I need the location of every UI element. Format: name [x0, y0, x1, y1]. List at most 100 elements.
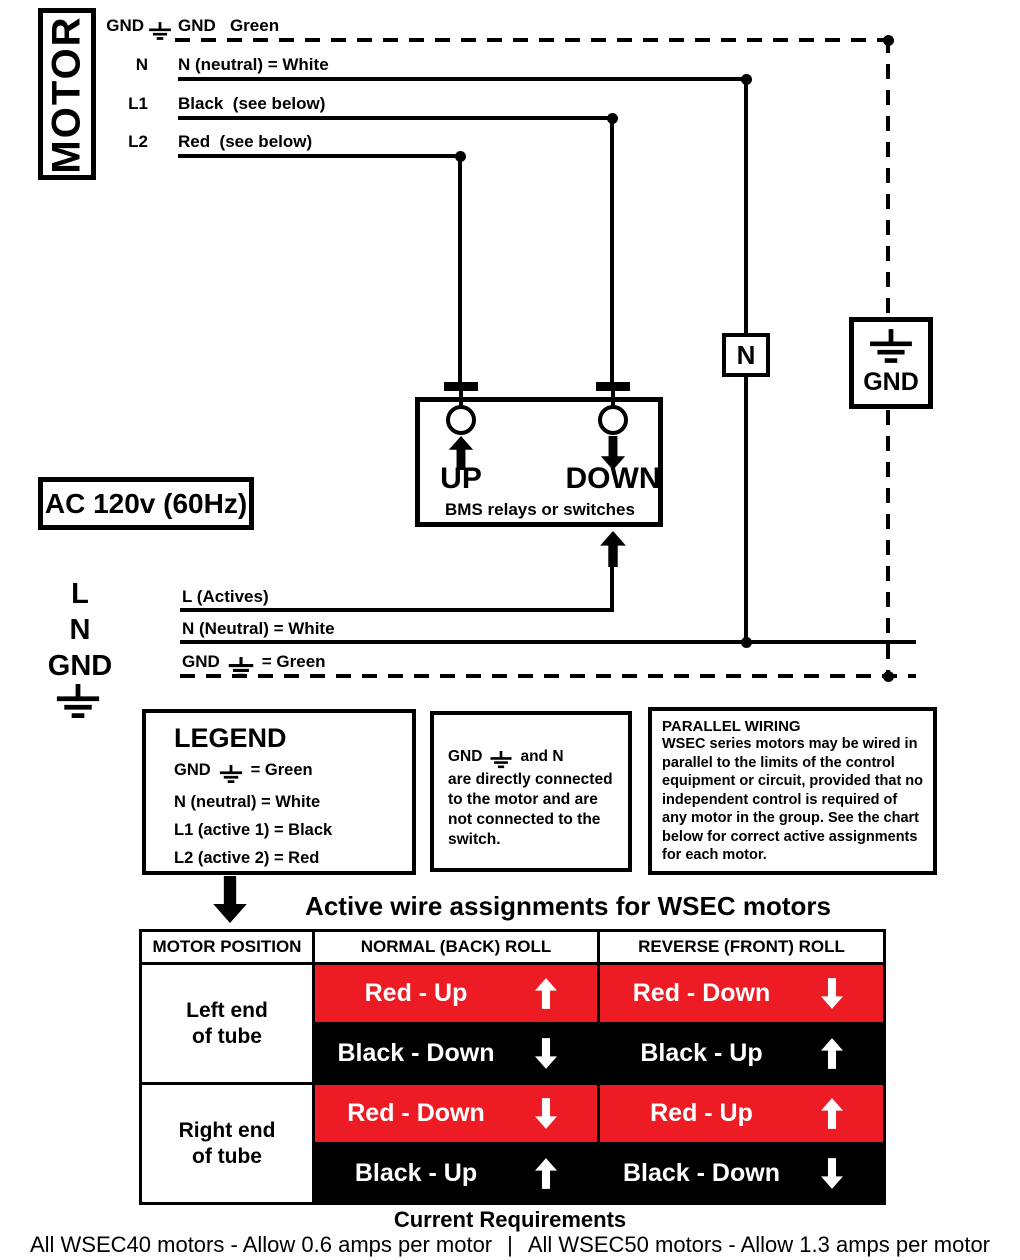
bms-down-label: DOWN — [565, 462, 661, 495]
legend-ground-post: = Green — [250, 761, 313, 779]
wire-n-horizontal — [178, 77, 748, 81]
ground-icon — [56, 684, 100, 719]
pin-gnd: GND — [106, 16, 144, 35]
down-arrow-icon — [213, 876, 247, 923]
terminal-stem — [459, 391, 463, 407]
ground-line-label-post: = Green — [261, 652, 326, 671]
assignment-text: Black - Down — [623, 1159, 780, 1187]
legend-item-ground: GND = Green — [174, 761, 412, 785]
junction-dot — [455, 151, 466, 162]
assignment-cell: Black - Down — [315, 1025, 597, 1082]
ground-line-label-pre: GND — [182, 652, 220, 671]
up-arrow-icon — [448, 436, 474, 470]
direct-note-pre: GND — [448, 748, 483, 765]
wire-label-gnd: GND Green — [178, 16, 280, 35]
down-arrow-icon — [600, 436, 626, 470]
contact-circle — [446, 405, 476, 435]
neutral-node-box: N — [722, 333, 770, 377]
parallel-note-body: WSEC series motors may be wired in paral… — [662, 736, 924, 863]
assignments-heading: Active wire assignments for WSEC motors — [305, 891, 831, 921]
assignments-table: MOTOR POSITION NORMAL (BACK) ROLL REVERS… — [139, 929, 886, 1205]
direction-arrow-icon — [821, 1097, 843, 1130]
legend-title: LEGEND — [174, 723, 287, 753]
supply-n-label: N — [69, 614, 91, 646]
ground-node-label: GND — [863, 368, 919, 396]
assignment-text: Black - Up — [640, 1039, 763, 1067]
wire-l1-vertical — [610, 116, 614, 386]
wire-gnd-vertical-upper — [886, 38, 890, 318]
parallel-note-title: PARALLEL WIRING — [662, 718, 801, 735]
wire-n-vertical-upper — [744, 77, 748, 335]
wire-neutral-horizontal — [180, 640, 916, 644]
assignment-text: Red - Down — [632, 979, 771, 1007]
assignment-cell: Black - Up — [600, 1025, 883, 1082]
assignment-cell: Red - Up — [600, 1085, 883, 1142]
wire-actives-horizontal — [180, 608, 614, 612]
wire-n-vertical-lower — [744, 377, 748, 644]
direction-arrow-icon — [535, 1157, 557, 1190]
direction-arrow-icon — [821, 977, 843, 1010]
direct-note-body: are directly connected to the motor and … — [448, 771, 613, 848]
ground-icon — [228, 657, 254, 677]
contact-circle — [598, 405, 628, 435]
assignment-text: Black - Down — [337, 1039, 495, 1067]
bms-up-label: UP — [440, 462, 482, 495]
assignment-text: Black - Up — [354, 1159, 478, 1187]
junction-dot — [607, 113, 618, 124]
assignment-cell: Black - Up — [315, 1145, 597, 1202]
terminal-stem — [611, 391, 615, 407]
wire-label-n: N (neutral) = White — [178, 55, 329, 74]
legend-ground-pre: GND — [174, 761, 211, 779]
wire-l2-vertical — [458, 154, 462, 386]
wire-l2-horizontal — [178, 154, 462, 158]
motor-box: MOTOR — [38, 8, 96, 180]
assignment-cell: Red - Down — [600, 965, 883, 1022]
wire-gnd-horizontal — [175, 38, 892, 42]
wire-ground-horizontal — [180, 674, 916, 678]
power-source-box: AC 120v (60Hz) — [38, 477, 254, 530]
column-header: MOTOR POSITION — [142, 932, 312, 962]
direction-arrow-icon — [535, 977, 557, 1010]
junction-dot — [883, 35, 894, 46]
assignment-text: Red - Up — [364, 979, 468, 1007]
bms-caption: BMS relays or switches — [445, 500, 635, 519]
column-header: REVERSE (FRONT) ROLL — [600, 932, 883, 962]
ground-icon — [219, 765, 242, 784]
assignment-text: Red - Up — [650, 1099, 753, 1127]
separator: | — [507, 1232, 513, 1257]
direct-connection-note: GND and N are directly connected to the … — [430, 711, 632, 872]
motor-label: MOTOR — [44, 14, 89, 174]
supply-gnd-label: GND — [47, 650, 113, 682]
direction-arrow-icon — [821, 1157, 843, 1190]
wire-actives-vertical — [610, 564, 614, 612]
ground-line-label: GND = Green — [182, 652, 326, 679]
parallel-wiring-note: PARALLEL WIRING WSEC series motors may b… — [648, 707, 937, 875]
junction-dot — [741, 74, 752, 85]
direction-arrow-icon — [535, 1037, 557, 1070]
wire-label-l1: Black (see below) — [178, 94, 326, 113]
legend-item-active1: L1 (active 1) = Black — [174, 821, 333, 839]
direction-arrow-icon — [535, 1097, 557, 1130]
pin-n: N — [135, 55, 148, 74]
assignment-cell: Red - Up — [315, 965, 597, 1022]
assignment-cell: Black - Down — [600, 1145, 883, 1202]
position-cell: Left end of tube — [142, 965, 312, 1082]
direction-arrow-icon — [821, 1037, 843, 1070]
assignment-text: Red - Down — [347, 1099, 485, 1127]
actives-line-label: L (Actives) — [182, 587, 269, 606]
pin-l2: L2 — [128, 132, 148, 151]
assignment-cell: Red - Down — [315, 1085, 597, 1142]
direct-note-post: and N — [520, 748, 564, 765]
ground-icon — [490, 751, 513, 769]
terminal-bar — [444, 382, 478, 391]
pin-l1: L1 — [128, 94, 148, 113]
legend-item-active2: L2 (active 2) = Red — [174, 849, 320, 867]
ground-node-box: GND — [849, 317, 933, 409]
position-cell: Right end of tube — [142, 1085, 312, 1202]
wsec50-requirement: All WSEC50 motors - Allow 1.3 amps per m… — [527, 1232, 991, 1257]
position-text: Left end of tube — [186, 998, 268, 1048]
current-requirements-title: Current Requirements — [393, 1207, 627, 1232]
wire-l1-horizontal — [178, 116, 614, 120]
wire-label-l2: Red (see below) — [178, 132, 313, 151]
